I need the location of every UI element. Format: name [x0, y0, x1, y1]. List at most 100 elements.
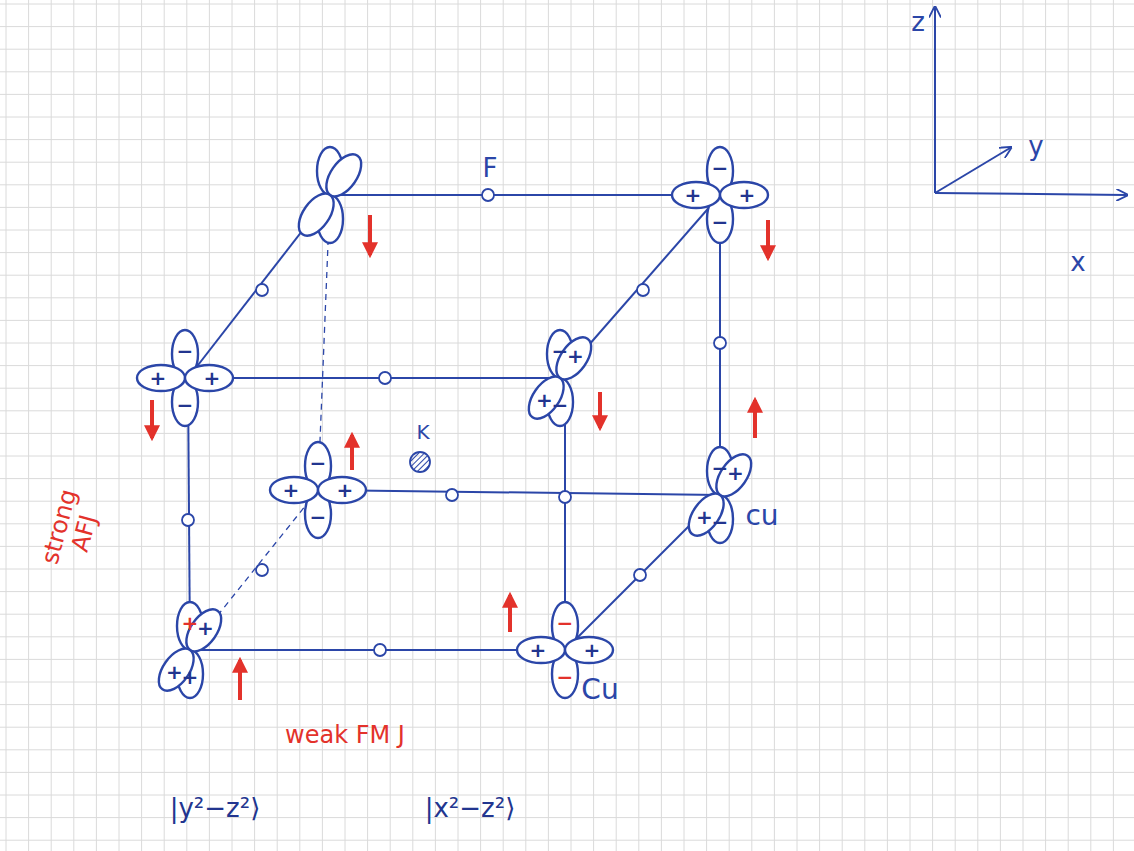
cell-edge: [330, 194, 720, 196]
fluorine-atom: [637, 284, 649, 296]
grid-line: [0, 117, 1134, 118]
lobe-sign: +: [197, 617, 214, 639]
lobe-sign: +: [337, 479, 354, 501]
grid-line: [706, 0, 707, 851]
atom-label: cu: [745, 501, 778, 532]
lobe-sign: −: [712, 211, 729, 233]
lobe-sign: −: [557, 612, 574, 634]
grid-line: [209, 0, 210, 851]
orbital-lobe: [152, 643, 201, 697]
orbital-lobe: [318, 477, 366, 503]
axis-arrow: [935, 193, 1126, 195]
lobe-sign: −: [310, 452, 327, 474]
spin-arrow: [350, 435, 354, 470]
grid-line: [6, 0, 7, 851]
grid-line: [684, 0, 685, 851]
grid-line: [0, 4, 1134, 5]
grid-line: [1068, 0, 1069, 851]
grid-line: [661, 0, 662, 851]
lobe-sign: +: [182, 612, 199, 634]
grid-line: [73, 0, 74, 851]
d-orbitals: [137, 147, 768, 698]
grid-line: [1090, 0, 1091, 851]
orbital-state: |x²−z²⟩: [425, 794, 516, 823]
unit-cell: [182, 189, 726, 656]
grid-line: [819, 0, 820, 851]
fluorine-atom: [634, 569, 646, 581]
grid-line: [0, 139, 1134, 140]
spin-arrow: [238, 660, 242, 700]
grid-line: [0, 727, 1134, 728]
lobe-sign: +: [166, 661, 183, 683]
orbital-lobe: [185, 365, 233, 391]
grid-line: [0, 49, 1134, 50]
orbital-lobe: [565, 637, 613, 663]
grid-line: [1113, 0, 1114, 851]
cell-edge: [318, 490, 720, 495]
potassium-atom: [410, 452, 430, 472]
grid-line: [0, 772, 1134, 773]
grid-line: [277, 0, 278, 851]
lobe-sign: −: [310, 506, 327, 528]
grid-line: [0, 94, 1134, 95]
grid-line: [0, 26, 1134, 27]
lobe-sign: +: [150, 367, 167, 389]
grid-line: [0, 704, 1134, 705]
lobe-sign: +: [567, 345, 584, 367]
fluorine-atom: [559, 491, 571, 503]
fluorine-atom: [256, 564, 268, 576]
grid-line: [412, 0, 413, 851]
grid-line: [0, 184, 1134, 185]
grid-line: [0, 320, 1134, 321]
grid-line: [0, 433, 1134, 434]
lobe-sign: +: [584, 639, 601, 661]
spin-arrow: [150, 400, 154, 438]
grid-line: [548, 0, 549, 851]
lobe-sign: +: [685, 184, 702, 206]
lobe-sign: +: [536, 389, 553, 411]
grid-line: [28, 0, 29, 851]
lobe-sign: −: [552, 340, 569, 362]
grid-line: [503, 0, 504, 851]
orbital-lobe: [522, 371, 571, 425]
grid-line: [774, 0, 775, 851]
grid-line: [51, 0, 52, 851]
lobe-sign: −: [552, 394, 569, 416]
grid-line: [842, 0, 843, 851]
atom-label: Cu: [581, 675, 618, 706]
cell-edge: [190, 490, 318, 650]
fluorine-atom: [714, 337, 726, 349]
axis-label: y: [1028, 132, 1043, 161]
grid-line: [119, 0, 120, 851]
grid-line: [616, 0, 617, 851]
spin-arrow: [598, 392, 602, 428]
grid-line: [0, 456, 1134, 457]
atom-label: F: [483, 154, 498, 183]
lobe-sign: +: [696, 506, 713, 528]
orbital-lobe: [270, 477, 318, 503]
grid-line: [458, 0, 459, 851]
grid-line: [0, 275, 1134, 276]
orbital-lobe: [292, 188, 341, 242]
grid-line: [0, 71, 1134, 72]
cell-edge: [188, 377, 560, 379]
lobe-sign: +: [739, 184, 756, 206]
grid-line: [797, 0, 798, 851]
grid-line: [638, 0, 639, 851]
cell-edge: [565, 495, 720, 650]
lobe-sign: −: [177, 394, 194, 416]
grid-line: [0, 591, 1134, 592]
grid-line: [887, 0, 888, 851]
grid-line: [864, 0, 865, 851]
grid-line: [0, 478, 1134, 479]
lobe-sign: +: [283, 479, 300, 501]
lobe-sign: +: [182, 666, 199, 688]
grid-line: [977, 0, 978, 851]
grid-line: [729, 0, 730, 851]
fluorine-atom: [256, 284, 268, 296]
grid-line: [1000, 0, 1001, 851]
grid-line: [0, 749, 1134, 750]
